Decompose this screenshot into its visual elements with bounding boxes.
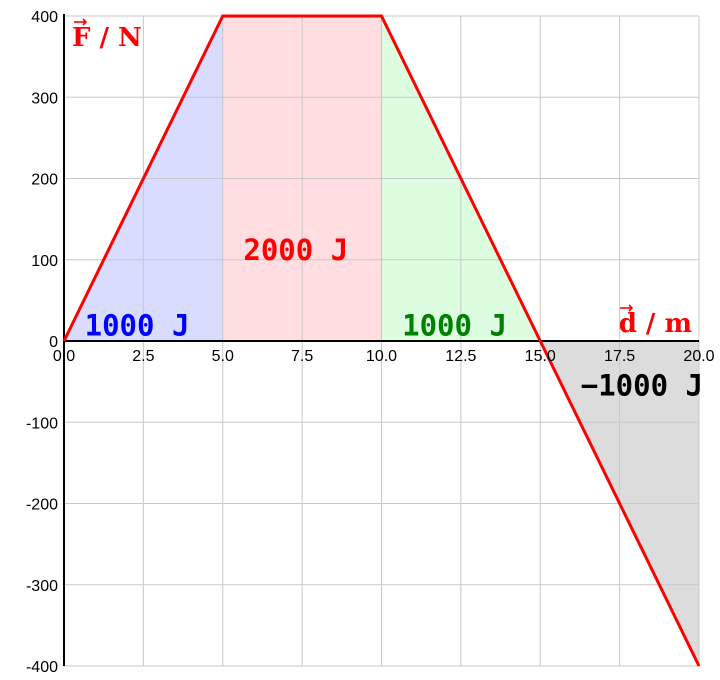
y-tick-label: 300 — [31, 90, 58, 107]
y-tick-label: 0 — [49, 334, 58, 351]
y-tick-label: 400 — [31, 9, 58, 26]
y-tick-label: -100 — [26, 415, 58, 432]
y-tick-label: 200 — [31, 172, 58, 189]
x-title-vector-arrow-head — [628, 304, 634, 312]
x-tick-label: 5.0 — [212, 348, 234, 365]
y-tick-labels: -400 -300 -200 -100 0 100 200 300 400 — [26, 9, 58, 676]
y-tick-label: -400 — [26, 659, 58, 676]
area-label-4: −1000 J — [581, 368, 703, 402]
x-tick-label: 17.5 — [604, 348, 635, 365]
x-tick-label: 20.0 — [683, 348, 714, 365]
series-layer — [62, 14, 701, 667]
area-label-2: 2000 J — [243, 233, 348, 267]
y-tick-label: -300 — [26, 578, 58, 595]
x-tick-label: 7.5 — [291, 348, 313, 365]
area-label-1: 1000 J — [85, 308, 190, 342]
area-label-3: 1000 J — [402, 308, 507, 342]
y-tick-label: -200 — [26, 497, 58, 514]
y-title-vector-arrow-head — [82, 18, 88, 26]
x-tick-label: 10.0 — [366, 348, 397, 365]
x-axis-title: d / m — [619, 309, 692, 339]
area-labels: 1000 J 2000 J 1000 J −1000 J — [85, 233, 703, 403]
x-tick-label: 2.5 — [132, 348, 154, 365]
x-tick-label: 15.0 — [525, 348, 556, 365]
x-tick-label: 12.5 — [445, 348, 476, 365]
x-tick-labels: 0.0 2.5 5.0 7.5 10.0 12.5 15.0 17.5 20.0 — [53, 348, 715, 365]
y-tick-label: 100 — [31, 253, 58, 270]
x-tick-label: 0.0 — [53, 348, 75, 365]
y-axis-title: F / N — [72, 23, 142, 53]
